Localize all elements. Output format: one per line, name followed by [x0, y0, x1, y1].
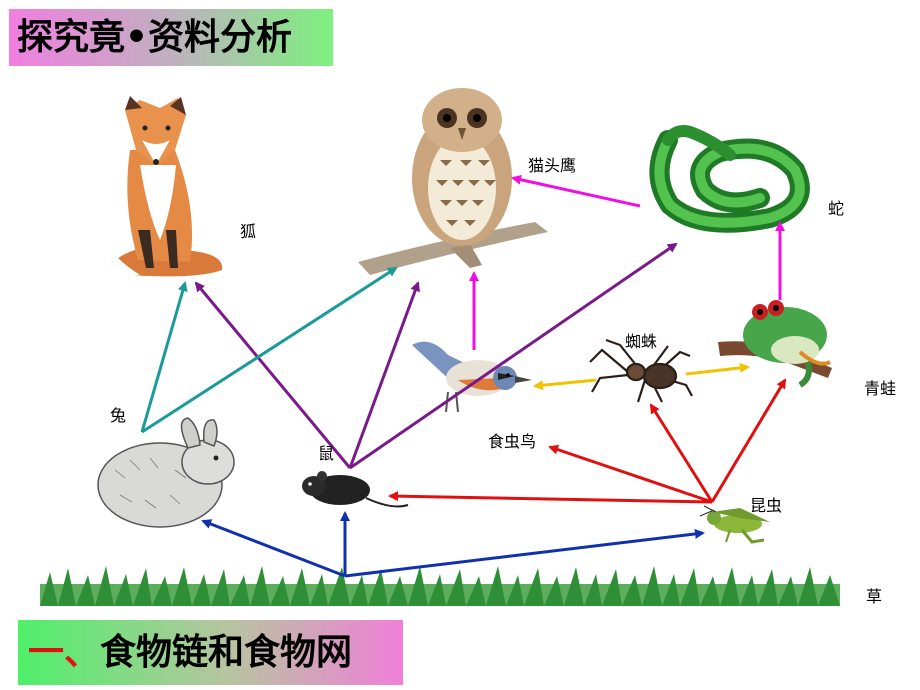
arrow-snake-to-owl	[511, 174, 641, 208]
rabbit-energy-arrows	[140, 266, 398, 434]
arrow-grass-to-rabbit	[201, 519, 346, 578]
snake-illustration	[649, 125, 810, 233]
arrow-insect-to-mouse	[388, 491, 713, 504]
label-owl: 猫头鹰	[528, 156, 577, 175]
arrow-spider-to-bird	[533, 378, 597, 391]
section-heading: 一、食物链和食物网	[18, 620, 403, 685]
arrow-mouse-to-owl	[348, 281, 420, 469]
owl-illustration	[358, 88, 548, 275]
mouse-energy-arrows	[194, 242, 678, 470]
spider-illustration	[589, 338, 693, 403]
bird-illustration	[412, 341, 532, 413]
insect-illustration	[699, 505, 770, 544]
arrow-insect-to-spider	[649, 403, 714, 503]
slide-title: 探究竟•资料分析	[9, 9, 333, 66]
predator-energy-arrows	[469, 174, 785, 350]
section-number: 一、	[28, 632, 101, 673]
label-bird: 食虫鸟	[488, 432, 537, 451]
arrow-mouse-to-fox	[194, 281, 352, 469]
label-grass: 草	[866, 587, 883, 606]
arrow-rabbit-to-fox	[140, 281, 188, 433]
label-rabbit: 兔	[110, 406, 127, 425]
insect-energy-arrows	[388, 378, 787, 504]
label-mouse: 鼠	[318, 444, 335, 463]
frog-illustration	[718, 300, 832, 388]
grass-energy-arrows	[201, 511, 705, 578]
arrow-spider-to-frog	[685, 362, 750, 376]
rabbit-illustration	[97, 417, 235, 528]
arrow-rabbit-to-owl	[141, 266, 398, 434]
arrow-mouse-to-snake	[349, 242, 678, 470]
arrow-insect-to-frog	[710, 378, 787, 503]
arrow-grass-to-insect	[344, 528, 705, 578]
fox-illustration	[110, 96, 223, 277]
section-title: 食物链和食物网	[100, 632, 353, 673]
mouse-illustration	[302, 471, 409, 508]
grass-illustration	[40, 566, 840, 606]
label-snake: 蛇	[828, 199, 845, 218]
label-insect: 昆虫	[750, 496, 783, 515]
label-spider: 蜘蛛	[625, 332, 658, 351]
label-fox: 狐	[240, 222, 257, 241]
arrow-insect-to-bird	[548, 444, 713, 504]
label-frog: 青蛙	[864, 379, 897, 398]
spider-energy-arrows	[533, 362, 750, 391]
